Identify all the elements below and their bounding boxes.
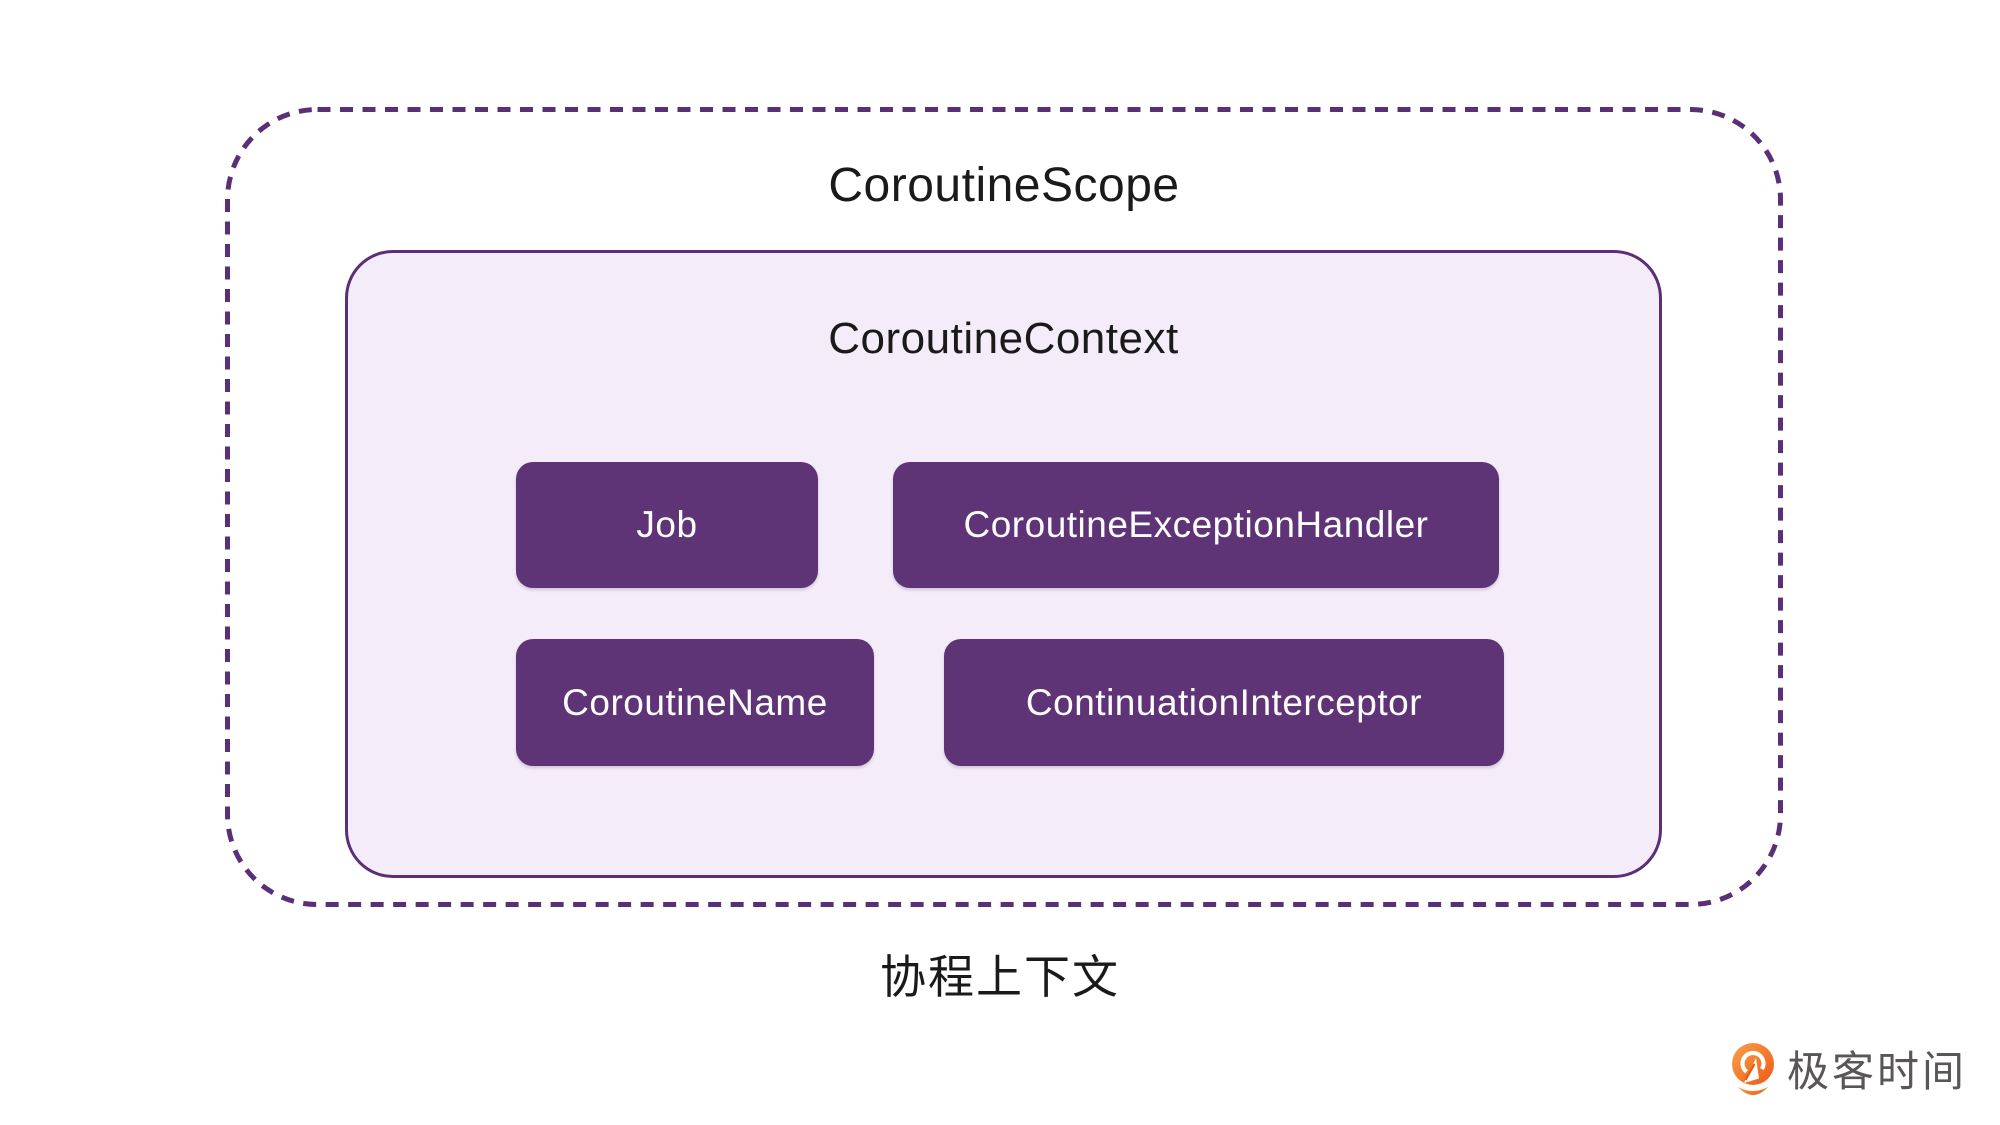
coroutine-context-label: CoroutineContext (828, 314, 1179, 363)
diagram-caption: 协程上下文 (880, 951, 1120, 1003)
context-element-job: Job (516, 462, 818, 588)
coroutine-context-container: CoroutineContext Job CoroutineExceptionH… (345, 250, 1662, 878)
coroutine-scope-label: CoroutineScope (828, 159, 1180, 212)
brand-logo-text: 极客时间 (1787, 1048, 1968, 1095)
brand-logo: 极客时间 (1732, 1043, 1967, 1101)
context-element-coroutine-exception-handler: CoroutineExceptionHandler (893, 462, 1499, 588)
coroutine-scope-dashed-border (225, 107, 1783, 907)
geektime-pin-icon (1732, 1043, 1774, 1095)
context-element-coroutine-name: CoroutineName (516, 639, 874, 766)
context-element-continuation-interceptor: ContinuationInterceptor (944, 639, 1504, 766)
